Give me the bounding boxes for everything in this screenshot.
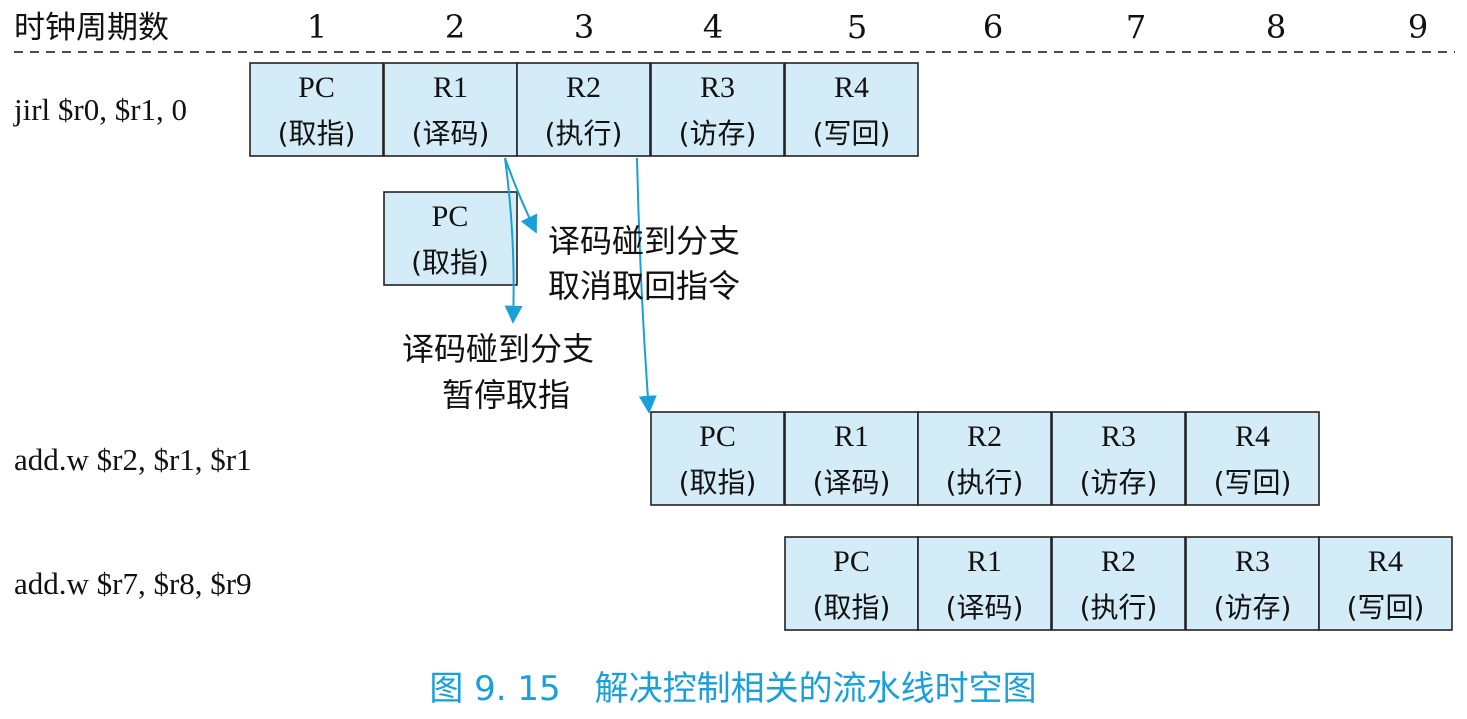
stage-box <box>1051 536 1186 631</box>
cycle-number: 5 <box>847 8 867 46</box>
stage-name: (取指) <box>278 117 356 150</box>
stage-name: (译码) <box>813 466 891 499</box>
stage-register: R2 <box>967 420 1002 453</box>
cycle-header-label: 时钟周期数 <box>14 10 169 46</box>
stage-box <box>383 62 518 157</box>
stage-register: R1 <box>834 420 869 453</box>
stage-name: (执行) <box>1080 591 1158 624</box>
instruction-row: PC (取指) R1 (译码) R2 (执行) R3 (访存) R4 (写回) <box>784 536 1453 631</box>
instruction-row: PC (取指) R1 (译码) R2 (执行) R3 (访存) R4 (写回) <box>249 62 919 157</box>
stage-register: R1 <box>433 71 468 104</box>
cycle-number: 6 <box>983 8 1003 46</box>
arrow-execute-to-fetch <box>636 157 657 414</box>
stage-register: PC <box>699 420 736 453</box>
figure-caption: 图 9. 15 解决控制相关的流水线时空图 <box>429 669 1036 709</box>
stage-register: R3 <box>1235 545 1270 578</box>
stage-register: R2 <box>1101 545 1136 578</box>
stage-box <box>784 62 919 157</box>
cancelled-fetch-top: PC <box>432 200 469 233</box>
stage-register: R3 <box>700 71 735 104</box>
cycle-number: 3 <box>574 8 594 46</box>
arrow-decode-to-stall <box>504 157 523 324</box>
stage-name: (取指) <box>679 466 757 499</box>
cycle-numbers: 1 2 3 4 5 6 7 8 9 <box>307 8 1428 46</box>
cycle-number: 7 <box>1126 8 1146 46</box>
instruction-label-add-r2: add.w $r2, $r1, $r1 <box>14 442 252 477</box>
stage-name: (译码) <box>412 117 490 150</box>
stage-box <box>516 62 651 157</box>
stage-box <box>1185 411 1320 506</box>
stage-box <box>917 411 1052 506</box>
stage-box <box>249 62 384 157</box>
cancelled-fetch-stage: PC (取指) <box>383 191 518 286</box>
stage-box <box>1051 411 1186 506</box>
stage-register: PC <box>833 545 870 578</box>
note-stall-line1: 译码碰到分支 <box>402 330 594 368</box>
stage-register: R3 <box>1101 420 1136 453</box>
instruction-row: PC (取指) R1 (译码) R2 (执行) R3 (访存) R4 (写回) <box>650 411 1320 506</box>
stage-register: R2 <box>566 71 601 104</box>
stage-box <box>1318 536 1453 631</box>
stage-name: (译码) <box>946 591 1024 624</box>
stage-register: PC <box>298 71 335 104</box>
cancelled-fetch-box <box>383 191 518 286</box>
instruction-label-jirl: jirl $r0, $r1, 0 <box>13 92 187 127</box>
stage-name: (写回) <box>1214 466 1292 499</box>
note-cancel-line2: 取消取回指令 <box>548 267 740 305</box>
stage-name: (访存) <box>1214 591 1292 624</box>
stage-name: (执行) <box>946 466 1024 499</box>
stage-register: R4 <box>1368 545 1403 578</box>
stage-box <box>917 536 1052 631</box>
cycle-number: 2 <box>445 8 465 46</box>
stage-box <box>784 411 919 506</box>
stage-name: (写回) <box>1347 591 1425 624</box>
cycle-number: 1 <box>307 8 327 46</box>
stage-name: (取指) <box>813 591 891 624</box>
note-cancel-line1: 译码碰到分支 <box>548 222 740 260</box>
instruction-label-add-r7: add.w $r7, $r8, $r9 <box>14 566 252 601</box>
cycle-number: 9 <box>1408 8 1428 46</box>
stage-register: R1 <box>967 545 1002 578</box>
arrow-decode-to-cancel <box>504 157 538 234</box>
note-stall-line2: 暂停取指 <box>442 376 570 414</box>
cycle-number: 4 <box>703 8 723 46</box>
cycle-number: 8 <box>1266 8 1286 46</box>
stage-name: (访存) <box>1080 466 1158 499</box>
stage-register: R4 <box>834 71 869 104</box>
stage-box <box>1185 536 1320 631</box>
stage-register: R4 <box>1235 420 1270 453</box>
stage-box <box>650 62 785 157</box>
stage-box <box>650 411 785 506</box>
stage-name: (写回) <box>813 117 891 150</box>
stage-name: (访存) <box>679 117 757 150</box>
stage-rows: PC (取指) R1 (译码) R2 (执行) R3 (访存) R4 (写回) PC (取指) R1 (译… <box>249 62 1453 631</box>
stage-box <box>784 536 919 631</box>
stage-name: (执行) <box>545 117 623 150</box>
cancelled-fetch-bottom: (取指) <box>411 246 489 279</box>
